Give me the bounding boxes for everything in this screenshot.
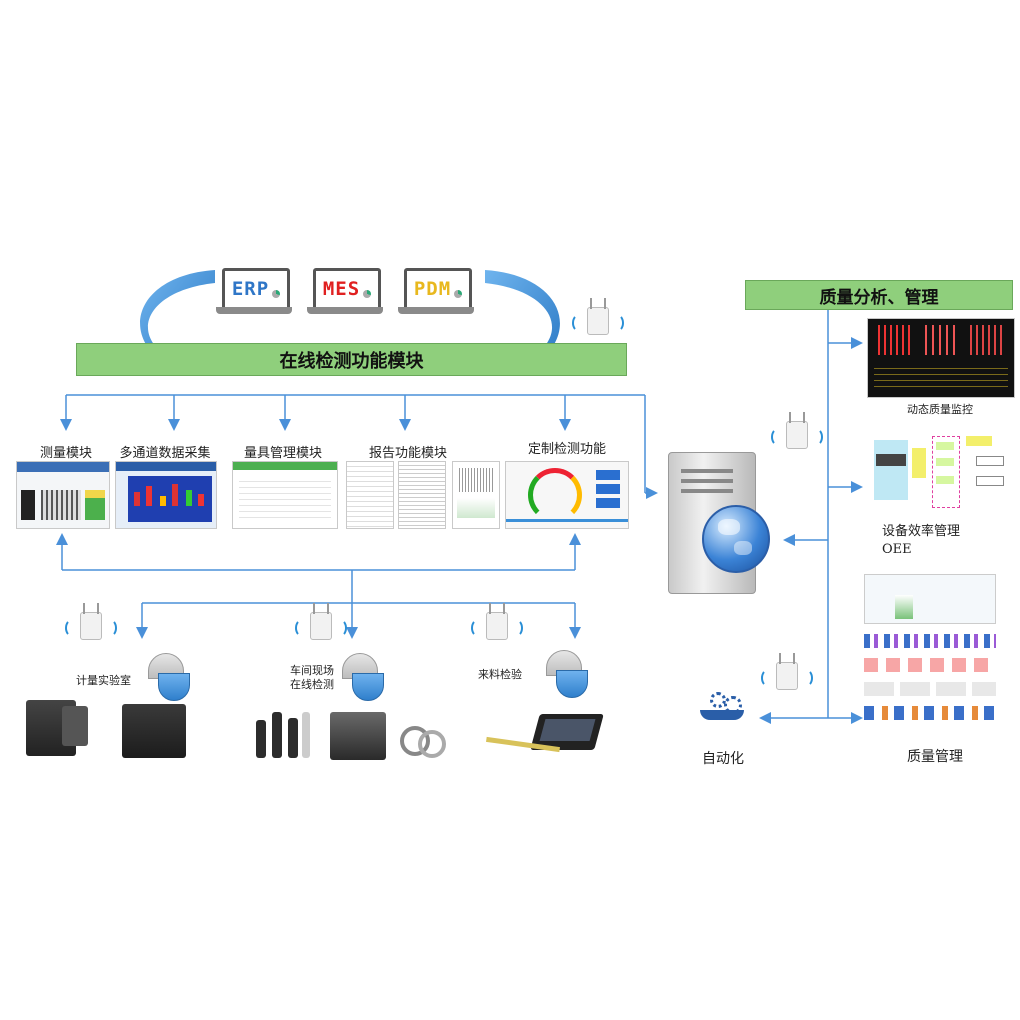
main-banner-text: 在线检测功能模块 bbox=[279, 350, 424, 372]
database-icon bbox=[148, 653, 190, 707]
mes-system: MES bbox=[313, 268, 381, 310]
module-label-measurement: 测量模块 bbox=[39, 446, 93, 461]
automation-gears-icon bbox=[700, 692, 748, 728]
vision-machine-icon bbox=[122, 704, 186, 758]
wifi-router-icon bbox=[295, 603, 347, 640]
wifi-router-icon bbox=[761, 653, 813, 690]
main-function-banner: 在线检测功能模块 bbox=[76, 343, 627, 376]
module-label-custom: 定制检测功能 bbox=[527, 442, 607, 457]
pdm-laptop-base bbox=[398, 307, 474, 314]
pdm-label: PDM bbox=[413, 278, 452, 300]
quality-dashboard-screenshot bbox=[864, 574, 996, 724]
wifi-router-icon bbox=[771, 412, 823, 449]
custom-inspection-screenshot bbox=[505, 461, 629, 529]
measurement-module-screenshot bbox=[16, 461, 110, 529]
mes-label: MES bbox=[322, 278, 361, 300]
curved-arrow-right bbox=[485, 270, 560, 372]
pdm-system: PDM bbox=[404, 268, 472, 310]
database-icon bbox=[342, 653, 384, 707]
globe-icon bbox=[702, 505, 770, 573]
wifi-router-icon bbox=[572, 298, 624, 335]
module-label-multichannel: 多通道数据采集 bbox=[119, 446, 211, 461]
lab-station-icon bbox=[62, 706, 88, 746]
pie-icon bbox=[272, 290, 281, 298]
wifi-router-icon bbox=[471, 603, 523, 640]
quality-banner-text: 质量分析、管理 bbox=[819, 287, 939, 308]
pie-icon bbox=[363, 290, 372, 298]
quality-item-quality-mgmt: 质量管理 bbox=[907, 749, 963, 765]
automation-label: 自动化 bbox=[702, 751, 744, 767]
height-gauge-icon bbox=[272, 712, 282, 758]
module-label-report: 报告功能模块 bbox=[368, 446, 448, 461]
gauge-management-screenshot bbox=[232, 461, 338, 529]
height-gauge-icon bbox=[302, 712, 310, 758]
cnc-machine-icon bbox=[330, 712, 386, 760]
mes-laptop-base bbox=[307, 307, 383, 314]
location-label-incoming: 来料检验 bbox=[478, 668, 522, 681]
multichannel-screenshot bbox=[115, 461, 217, 529]
height-gauge-icon bbox=[256, 720, 266, 758]
location-label-metrology-lab: 计量实验室 bbox=[76, 674, 131, 687]
gauge-dial-icon bbox=[528, 468, 582, 522]
database-icon bbox=[546, 650, 588, 704]
module-label-gauge: 量具管理模块 bbox=[243, 446, 323, 461]
quality-banner: 质量分析、管理 bbox=[745, 280, 1013, 310]
curved-arrow-left bbox=[140, 270, 215, 372]
bearing-parts-icon bbox=[400, 722, 446, 758]
erp-label: ERP bbox=[231, 278, 270, 300]
report-screenshot-1 bbox=[346, 461, 394, 529]
dynamic-quality-monitor-screenshot bbox=[867, 318, 1015, 398]
report-screenshot-2 bbox=[398, 461, 446, 529]
report-screenshot-3 bbox=[452, 461, 500, 529]
pie-icon bbox=[454, 290, 463, 298]
height-gauge-icon bbox=[288, 718, 298, 758]
quality-item-oee: 设备效率管理 OEE bbox=[882, 524, 961, 557]
erp-laptop-base bbox=[216, 307, 292, 314]
erp-system: ERP bbox=[222, 268, 290, 310]
quality-item-dynamic-monitor: 动态质量监控 bbox=[907, 403, 973, 416]
oee-diagram-screenshot bbox=[874, 432, 1010, 512]
location-label-shopfloor: 车间现场 在线检测 bbox=[290, 664, 334, 691]
wifi-router-icon bbox=[65, 603, 117, 640]
